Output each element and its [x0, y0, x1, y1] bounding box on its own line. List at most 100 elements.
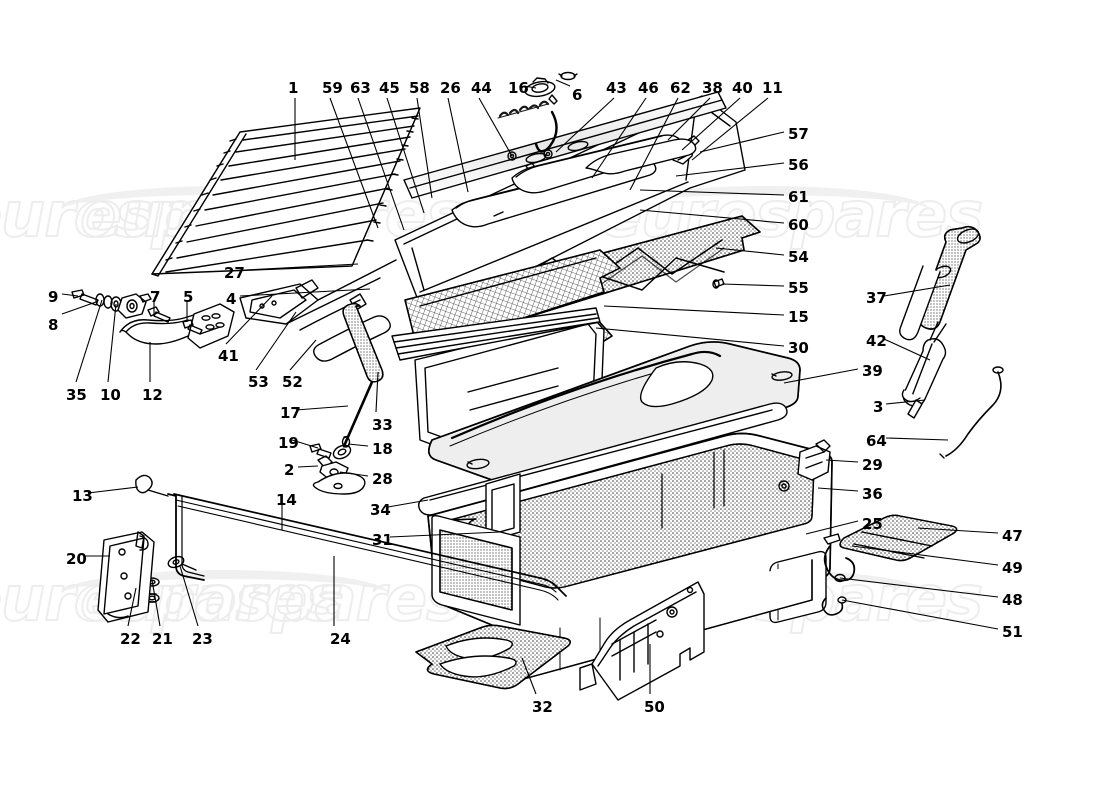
callout-number: 42 — [866, 332, 887, 350]
leader-line — [347, 443, 369, 447]
part-trunk-tub — [427, 432, 833, 681]
part-hooks-49-48-51 — [821, 533, 856, 616]
part-strut-bracket-28 — [312, 455, 366, 495]
callout-number: 50 — [644, 698, 665, 716]
callout-number: 11 — [762, 79, 783, 97]
leader-line — [375, 371, 379, 413]
callout-number: 43 — [606, 79, 627, 97]
callout-number: 22 — [120, 630, 141, 648]
part-emblem-script — [497, 100, 550, 119]
callout-number: 21 — [152, 630, 173, 648]
callout-number: 48 — [1002, 591, 1023, 609]
leader-line — [699, 131, 785, 153]
callout-number: 61 — [788, 188, 809, 206]
callout-number: 24 — [330, 630, 351, 648]
leader-line — [841, 599, 999, 630]
callout-number: 63 — [350, 79, 371, 97]
callout-number: 5 — [183, 288, 194, 306]
part-trunk-lid-39 — [427, 341, 801, 493]
callout-number: 64 — [866, 432, 887, 450]
leader-line — [255, 311, 297, 371]
callout-number: 4 — [226, 290, 237, 308]
part-nut-18 — [341, 435, 351, 448]
callout-number: 20 — [66, 550, 87, 568]
callout-number: 56 — [788, 156, 809, 174]
callout-number: 55 — [788, 279, 809, 297]
callout-number: 45 — [379, 79, 400, 97]
callout-number: 26 — [440, 79, 461, 97]
callout-number: 28 — [372, 470, 393, 488]
leader-line — [245, 263, 359, 271]
callout-number: 49 — [1002, 559, 1023, 577]
leader-line — [295, 405, 349, 411]
callout-number: 30 — [788, 339, 809, 357]
callout-number: 19 — [278, 434, 299, 452]
callout-number: 54 — [788, 248, 809, 266]
part-louvered-panel — [151, 107, 421, 277]
leader-line — [783, 368, 859, 384]
callout-number: 44 — [471, 79, 492, 97]
callout-number: 33 — [372, 416, 393, 434]
leader-line — [389, 531, 501, 538]
leader-line — [297, 465, 319, 468]
leader-line — [883, 338, 931, 361]
part-cable-64 — [939, 366, 1004, 459]
leader-line — [61, 301, 97, 315]
callout-number: 13 — [72, 487, 93, 505]
callout-number: 57 — [788, 125, 809, 143]
leader-line — [639, 209, 785, 224]
leader-line — [61, 293, 79, 297]
watermark-swoosh — [600, 186, 930, 235]
part-floor-mat-32 — [415, 624, 571, 690]
callout-number: 59 — [322, 79, 343, 97]
leader-line — [151, 579, 161, 627]
callout-number: 7 — [150, 288, 161, 306]
callout-number: 58 — [409, 79, 430, 97]
part-gas-strut-17 — [332, 293, 384, 460]
part-left-hinge-assembly — [71, 289, 235, 349]
leader-line — [386, 97, 425, 214]
watermark-swoosh — [60, 570, 390, 619]
callout-number: 6 — [572, 86, 583, 104]
part-bolt-19 — [309, 443, 332, 459]
part-release-cable — [97, 474, 567, 623]
callout-number: 23 — [192, 630, 213, 648]
callout-number: 38 — [702, 79, 723, 97]
leader-line — [603, 305, 785, 316]
leader-line — [851, 545, 999, 566]
leader-line — [715, 247, 785, 256]
callout-number: 47 — [1002, 527, 1023, 545]
callout-number: 35 — [66, 386, 87, 404]
callout-number: 16 — [508, 79, 529, 97]
leader-line — [555, 79, 571, 87]
callout-number: 1 — [288, 79, 299, 97]
part-tool-42 — [901, 321, 947, 419]
callout-number: 34 — [370, 501, 391, 519]
callout-number: 25 — [862, 515, 883, 533]
callout-number: 31 — [372, 531, 393, 549]
callout-number: 53 — [248, 373, 269, 391]
callout-number: 39 — [862, 362, 883, 380]
callout-number: 18 — [372, 440, 393, 458]
part-seals — [451, 134, 697, 228]
leader-line — [387, 499, 429, 508]
leader-line — [107, 303, 117, 383]
leader-line — [691, 97, 769, 161]
callout-number: 29 — [862, 456, 883, 474]
leader-line — [721, 283, 785, 287]
leader-line — [239, 288, 371, 297]
watermark-text: eurospares — [0, 561, 344, 636]
part-bracket-panel-50 — [579, 581, 705, 701]
leader-line — [339, 471, 369, 477]
leader-line — [416, 97, 433, 199]
leader-line — [523, 85, 537, 89]
callout-number: 3 — [873, 398, 884, 416]
leader-line — [917, 527, 999, 534]
callout-number: 60 — [788, 216, 809, 234]
leader-line — [447, 97, 469, 193]
leader-line — [681, 97, 741, 151]
callout-number: 52 — [282, 373, 303, 391]
callout-number: 17 — [280, 404, 301, 422]
callout-number: 46 — [638, 79, 659, 97]
